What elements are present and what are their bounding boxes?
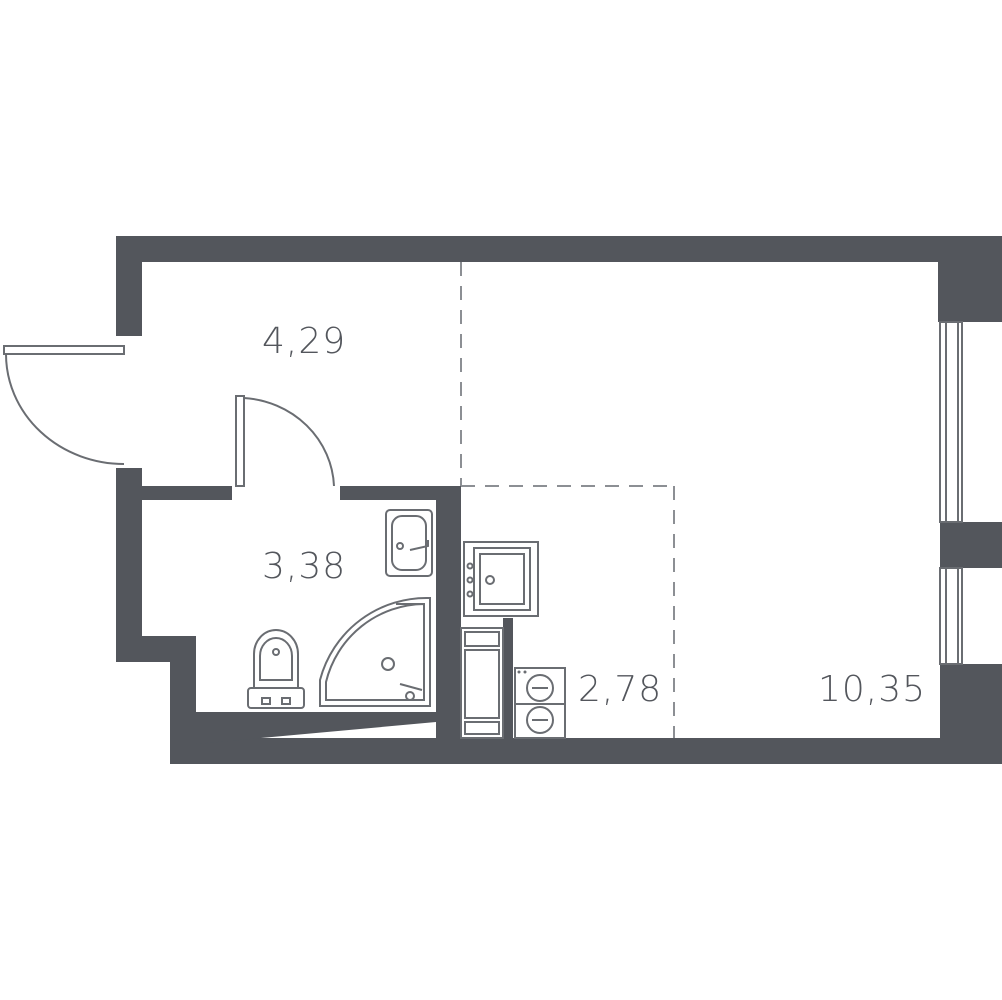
wall-left-upper xyxy=(116,236,142,336)
kitchen-sink-icon xyxy=(463,541,539,617)
wall-right-upper xyxy=(938,236,1002,322)
walls xyxy=(116,236,1002,764)
area-label-bathroom: 3,38 xyxy=(262,546,346,587)
area-label-hall: 4,29 xyxy=(262,321,346,362)
wall-right-lower xyxy=(940,664,1002,764)
wall-bath-right xyxy=(436,486,452,746)
wall-kitchen-partition xyxy=(503,618,513,746)
wall-bath-top-right xyxy=(340,486,444,500)
wall-top xyxy=(116,236,938,262)
area-label-kitchen: 2,78 xyxy=(578,669,662,710)
area-label-living: 10,35 xyxy=(818,669,926,710)
wall-right-pier xyxy=(940,522,1002,568)
wall-left-lower xyxy=(116,468,142,662)
washbasin-icon xyxy=(385,509,433,577)
bathroom-door-icon xyxy=(235,395,335,487)
shower-icon xyxy=(319,596,431,707)
wall-bath-base xyxy=(196,712,436,744)
wall-partition xyxy=(452,486,461,746)
window-icon xyxy=(939,321,963,665)
wall-left-bottom xyxy=(170,636,196,764)
stove-icon xyxy=(460,627,504,739)
zone-dividers xyxy=(460,262,675,738)
wall-bottom xyxy=(170,738,940,764)
washing-machine-icon xyxy=(514,667,566,739)
toilet-icon xyxy=(247,629,305,709)
entrance-door-icon xyxy=(3,345,125,465)
wall-bath-top-left xyxy=(142,486,232,500)
